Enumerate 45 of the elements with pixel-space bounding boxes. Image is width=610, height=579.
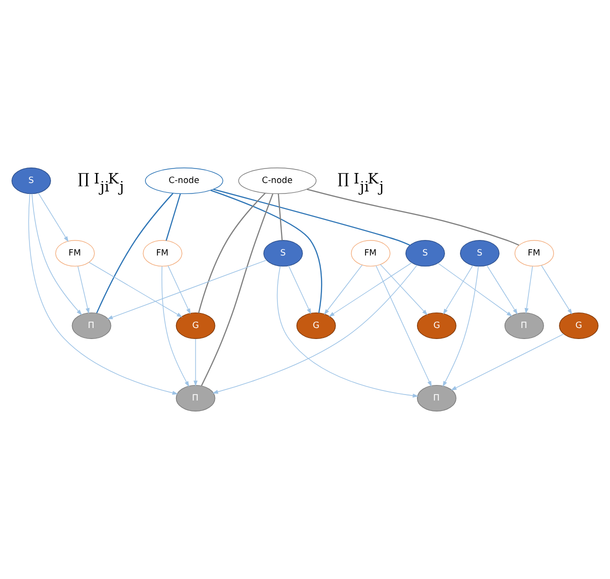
arrow — [442, 266, 479, 387]
node-ellipse: FM — [142, 240, 182, 267]
arrow — [168, 265, 191, 314]
arrow — [106, 260, 267, 320]
node-ellipse: Π — [72, 312, 112, 340]
arrow — [486, 265, 518, 315]
connector — [166, 194, 181, 241]
arrow — [376, 265, 432, 387]
connector — [306, 188, 520, 246]
node-ellipse: FM — [350, 240, 390, 267]
arrow — [443, 265, 474, 315]
arrow — [88, 262, 183, 318]
arrow — [324, 264, 362, 315]
connector — [278, 194, 283, 240]
node-ellipse: FM — [55, 240, 95, 267]
arrow — [194, 338, 198, 386]
arrow — [438, 262, 512, 317]
arrow — [162, 266, 190, 387]
arrow — [328, 262, 412, 317]
arrow — [32, 193, 82, 316]
arrow — [38, 192, 69, 242]
arrow — [212, 264, 418, 394]
connector — [213, 188, 410, 246]
arrow — [78, 266, 90, 314]
arrow — [276, 266, 418, 398]
connector — [96, 192, 174, 314]
connector — [210, 190, 322, 313]
node-ellipse: S — [12, 168, 51, 194]
node-ellipse: FM — [514, 240, 554, 267]
arrow — [28, 194, 178, 395]
node-ellipse: G — [559, 312, 598, 340]
arrow — [524, 266, 533, 314]
arrow — [450, 334, 564, 390]
node-ellipse: C-node — [238, 168, 316, 194]
arrow — [288, 265, 312, 314]
node-ellipse: S — [405, 240, 445, 267]
node-ellipse: G — [416, 312, 456, 340]
node-ellipse: S — [460, 240, 500, 267]
node-ellipse: S — [263, 240, 303, 267]
connector — [200, 193, 274, 386]
arrow — [380, 264, 428, 316]
arrow — [541, 265, 572, 315]
node-ellipse: Π — [176, 384, 216, 412]
connector — [198, 192, 266, 314]
node-ellipse: C-node — [144, 168, 224, 194]
